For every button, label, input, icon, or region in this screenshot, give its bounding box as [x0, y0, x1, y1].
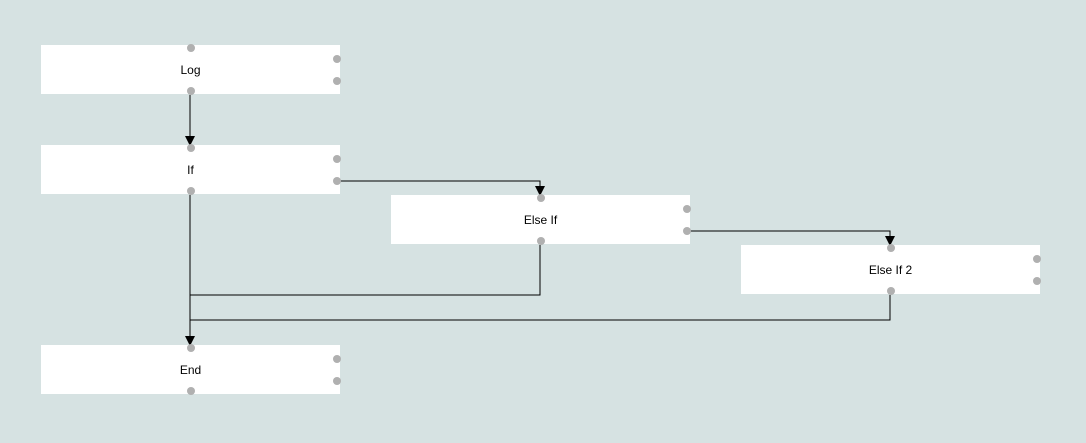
node-else-if-input-port[interactable] — [537, 194, 545, 202]
node-end-label: End — [179, 362, 202, 377]
node-log-output-port-right-1[interactable] — [333, 55, 341, 63]
edge-else-if-to-end[interactable] — [189, 245, 541, 345]
node-else-if-2-label: Else If 2 — [868, 262, 913, 277]
node-else-if-label: Else If — [523, 212, 558, 227]
node-else-if-2-output-port-right-1[interactable] — [1033, 255, 1041, 263]
node-end-output-port-bottom[interactable] — [187, 387, 195, 395]
node-log-output-port-right-2[interactable] — [333, 77, 341, 85]
node-if-output-port-right-2[interactable] — [333, 177, 341, 185]
node-log-input-port[interactable] — [187, 44, 195, 52]
edge-else-if-to-else-if-2[interactable] — [690, 230, 895, 246]
node-end-output-port-right-2[interactable] — [333, 377, 341, 385]
node-else-if-2-input-port[interactable] — [887, 244, 895, 252]
node-else-if-output-port-bottom[interactable] — [537, 237, 545, 245]
node-if-label: If — [187, 162, 194, 177]
edge-if-to-else-if[interactable] — [340, 180, 545, 196]
node-if[interactable]: If — [41, 144, 341, 195]
node-if-output-port-right-1[interactable] — [333, 155, 341, 163]
node-else-if-output-port-right-1[interactable] — [683, 205, 691, 213]
node-end[interactable]: End — [41, 344, 341, 395]
node-else-if-2[interactable]: Else If 2 — [741, 244, 1041, 295]
node-if-output-port-bottom[interactable] — [187, 187, 195, 195]
node-else-if-output-port-right-2[interactable] — [683, 227, 691, 235]
edge-else-if-2-to-end[interactable] — [189, 295, 891, 345]
node-else-if-2-output-port-bottom[interactable] — [887, 287, 895, 295]
node-log-output-port-bottom[interactable] — [187, 87, 195, 95]
node-end-input-port[interactable] — [187, 344, 195, 352]
node-log[interactable]: Log — [41, 44, 341, 95]
node-log-label: Log — [180, 62, 201, 77]
node-else-if[interactable]: Else If — [391, 194, 691, 245]
node-end-output-port-right-1[interactable] — [333, 355, 341, 363]
node-else-if-2-output-port-right-2[interactable] — [1033, 277, 1041, 285]
node-if-input-port[interactable] — [187, 144, 195, 152]
